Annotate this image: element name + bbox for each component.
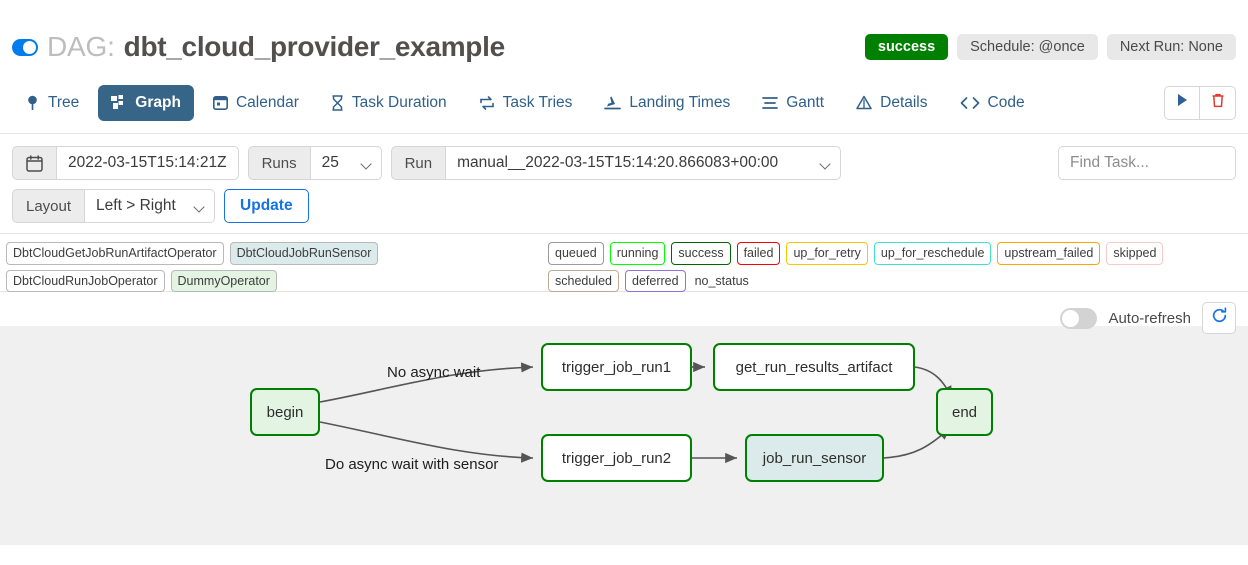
hourglass-icon xyxy=(331,94,344,111)
base-date-group: 2022-03-15T15:14:21Z xyxy=(12,146,239,180)
graph-node-begin[interactable]: begin xyxy=(250,388,320,436)
status-chip[interactable]: deferred xyxy=(625,269,686,292)
runs-group: Runs 25 xyxy=(247,146,382,180)
code-icon xyxy=(960,96,980,110)
schedule-badge: Schedule: @once xyxy=(957,34,1098,60)
status-chip[interactable]: up_for_retry xyxy=(786,242,868,265)
status-chip[interactable]: success xyxy=(671,242,731,265)
update-button[interactable]: Update xyxy=(224,189,309,223)
graph-node-end[interactable]: end xyxy=(936,388,993,436)
status-chip[interactable]: no_status xyxy=(694,273,749,288)
tab-calendar[interactable]: Calendar xyxy=(200,85,312,121)
layout-label: Layout xyxy=(12,189,85,223)
tab-details[interactable]: Details xyxy=(843,85,940,121)
filter-row-top: 2022-03-15T15:14:21Z Runs 25 Run manual_… xyxy=(12,146,1236,180)
refresh-button[interactable] xyxy=(1202,302,1236,334)
trigger-dag-button[interactable] xyxy=(1164,85,1200,120)
tab-label: Graph xyxy=(135,93,181,111)
operator-chip[interactable]: DbtCloudJobRunSensor xyxy=(229,242,379,265)
tab-label: Details xyxy=(880,93,928,111)
tab-code[interactable]: Code xyxy=(947,85,1038,121)
gantt-icon xyxy=(762,96,779,110)
operator-chip[interactable]: DbtCloudGetJobRunArtifactOperator xyxy=(6,242,224,265)
warning-triangle-icon xyxy=(856,95,872,110)
tab-label: Task Duration xyxy=(351,93,447,111)
dag-header: DAG: dbt_cloud_provider_example success … xyxy=(0,0,1248,72)
next-run-badge: Next Run: None xyxy=(1106,34,1236,60)
tab-label: Calendar xyxy=(235,93,299,111)
auto-refresh-label: Auto-refresh xyxy=(1108,309,1191,327)
base-date-input[interactable]: 2022-03-15T15:14:21Z xyxy=(56,146,239,180)
retry-icon xyxy=(479,95,495,111)
graph-node-get_run_results_artifact[interactable]: get_run_results_artifact xyxy=(713,343,915,391)
calendar-icon[interactable] xyxy=(12,146,56,180)
run-label: Run xyxy=(390,146,446,180)
tab-gantt[interactable]: Gantt xyxy=(749,85,837,121)
filter-bar: 2022-03-15T15:14:21Z Runs 25 Run manual_… xyxy=(0,134,1248,234)
landing-icon xyxy=(604,95,622,110)
operator-chip[interactable]: DummyOperator xyxy=(170,269,277,292)
run-group: Run manual__2022-03-15T15:14:20.866083+0… xyxy=(390,146,842,180)
run-select[interactable]: manual__2022-03-15T15:14:20.866083+00:00 xyxy=(445,146,842,180)
tab-graph[interactable]: Graph xyxy=(98,84,194,121)
status-chip[interactable]: skipped xyxy=(1106,242,1164,265)
status-chip[interactable]: running xyxy=(609,242,666,265)
dag-actions xyxy=(1164,85,1236,120)
tab-tree[interactable]: Tree xyxy=(12,85,92,121)
tab-label: Code xyxy=(987,93,1025,111)
play-icon xyxy=(1176,93,1189,112)
layout-group: Layout Left > Right xyxy=(12,189,216,223)
view-tabbar: Tree Graph Calendar Task Duration Task T… xyxy=(0,72,1248,134)
calendar-icon xyxy=(212,95,228,110)
tab-label: Landing Times xyxy=(629,93,731,111)
status-badge: success xyxy=(864,34,949,60)
status-chip[interactable]: scheduled xyxy=(548,269,619,292)
dag-label: DAG: xyxy=(47,31,115,62)
graph-node-job_run_sensor[interactable]: job_run_sensor xyxy=(745,434,884,482)
graph-icon xyxy=(111,94,127,111)
graph-node-trigger_job_run2[interactable]: trigger_job_run2 xyxy=(541,434,692,482)
status-chip[interactable]: up_for_reschedule xyxy=(873,242,992,265)
tree-icon xyxy=(25,95,40,111)
refresh-icon xyxy=(1211,307,1228,329)
edge-label: Do async wait with sensor xyxy=(325,456,499,473)
find-task-input[interactable]: Find Task... xyxy=(1058,146,1236,180)
graph-toolbar: Auto-refresh xyxy=(1060,302,1236,334)
header-badges: success Schedule: @once Next Run: None xyxy=(864,34,1236,60)
tab-label: Gantt xyxy=(786,93,825,111)
tab-label: Task Tries xyxy=(502,93,573,111)
runs-select[interactable]: 25 xyxy=(309,146,382,180)
operator-chip[interactable]: DbtCloudRunJobOperator xyxy=(6,269,165,292)
toggle-on-icon[interactable] xyxy=(12,38,38,56)
dag-name: dbt_cloud_provider_example xyxy=(123,31,506,62)
tab-label: Tree xyxy=(48,93,80,111)
tab-task-tries[interactable]: Task Tries xyxy=(466,85,586,121)
delete-dag-button[interactable] xyxy=(1200,85,1236,120)
status-chip[interactable]: upstream_failed xyxy=(997,242,1101,265)
auto-refresh-toggle[interactable] xyxy=(1060,307,1098,329)
graph-panel: Auto-refresh begin trigger_job_run1 get_ru… xyxy=(0,292,1248,545)
status-chip[interactable]: queued xyxy=(548,242,604,265)
edge-label: No async wait xyxy=(387,364,481,381)
graph-node-trigger_job_run1[interactable]: trigger_job_run1 xyxy=(541,343,692,391)
status-chip[interactable]: failed xyxy=(736,242,781,265)
trash-icon xyxy=(1211,93,1225,113)
graph-canvas[interactable]: begin trigger_job_run1 get_run_results_art… xyxy=(0,326,1248,545)
tab-landing-times[interactable]: Landing Times xyxy=(591,85,743,121)
runs-label: Runs xyxy=(247,146,310,180)
filter-row-bottom: Layout Left > Right Update xyxy=(12,189,1236,223)
tab-task-duration[interactable]: Task Duration xyxy=(318,85,460,121)
layout-select[interactable]: Left > Right xyxy=(84,189,216,223)
